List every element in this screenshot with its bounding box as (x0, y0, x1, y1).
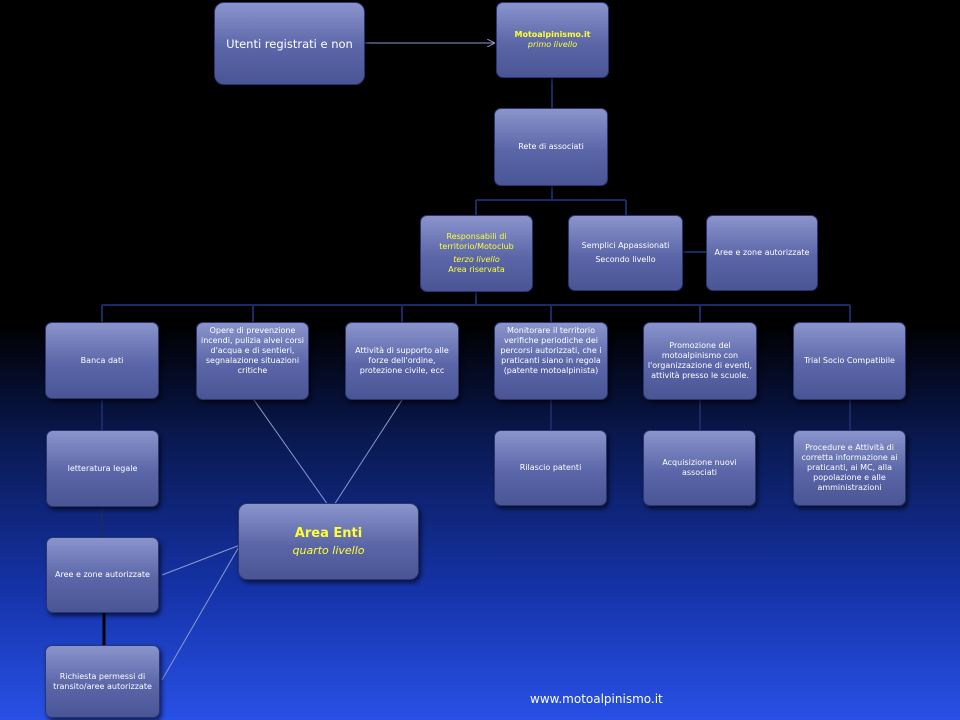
node-promozione[interactable]: Promozione del motoalpinismo con l'organ… (643, 322, 757, 400)
node-opere-line2: incendi, pulizia alvei corsi (200, 336, 305, 345)
node-semplici-line1: Semplici Appassionati (581, 241, 670, 250)
node-banca-label: Banca dati (80, 355, 124, 365)
node-area-enti-level: quarto livello (292, 543, 365, 557)
node-rete[interactable]: Rete di associati (494, 108, 608, 186)
node-banca-dati[interactable]: Banca dati (45, 322, 159, 399)
node-attivita-line3: protezione civile, ecc (359, 366, 445, 375)
node-resp-level: terzo livello (453, 255, 500, 264)
node-aree-zone-autorizzate-top[interactable]: Aree e zone autorizzate (706, 215, 818, 291)
node-opere[interactable]: Opere di prevenzione incendi, pulizia al… (196, 322, 309, 400)
node-opere-line1: Opere di prevenzione (209, 326, 296, 335)
node-promozione-line4: attività presso le scuole. (651, 371, 749, 380)
node-moto-title: Motoalpinismo.it (514, 30, 591, 39)
footer-website: www.motoalpinismo.it (530, 692, 663, 706)
node-utenti[interactable]: Utenti registrati e non (214, 2, 365, 85)
node-area-enti[interactable]: Area Enti quarto livello (238, 503, 419, 580)
node-utenti-label: Utenti registrati e non (226, 36, 353, 51)
node-monitorare-line4: praticanti siano in regola (501, 356, 601, 365)
node-procedure-line1: Procedure e Attività di (805, 443, 894, 452)
node-semplici[interactable]: Semplici Appassionati Secondo livello (568, 215, 683, 291)
node-monitorare[interactable]: Monitorare il territorio verifiche perio… (494, 322, 608, 400)
node-semplici-line2: Secondo livello (595, 255, 656, 264)
node-aree1-label: Aree e zone autorizzate (714, 248, 810, 257)
node-procedure-line4: popolazione e alle (813, 473, 886, 482)
node-rete-label: Rete di associati (518, 142, 584, 151)
node-responsabili[interactable]: Responsabili di territorio/Motoclub terz… (420, 215, 533, 292)
node-richiesta-line2: transito/aree autorizzate (53, 681, 152, 691)
node-monitorare-line1: Monitorare il territorio (506, 326, 596, 335)
node-procedure-line3: praticanti, ai MC, alla (807, 463, 892, 472)
node-rilascio-label: Rilascio patenti (519, 463, 582, 472)
node-moto-level: primo livello (527, 40, 578, 49)
node-opere-line5: critiche (237, 366, 268, 375)
node-area-enti-title: Area Enti (294, 525, 363, 541)
node-aree2-label: Aree e zone autorizzate (55, 570, 150, 579)
node-attivita-supporto[interactable]: Attività di supporto alle forze dell'ord… (345, 322, 459, 400)
node-attivita-line2: forze dell'ordine, (368, 356, 436, 365)
node-trial-label: Trial Socio Compatibile (804, 356, 895, 365)
node-letteratura[interactable]: letteratura legale (46, 430, 159, 507)
node-acquisizione-line2: associati (681, 468, 717, 477)
node-monitorare-line5: (patente motoalpinista) (503, 366, 599, 375)
node-richiesta-line1: Richiesta permessi di (59, 671, 146, 681)
node-moto[interactable]: Motoalpinismo.it primo livello (496, 2, 609, 78)
node-procedure-line5: amministrazioni (817, 483, 882, 492)
node-acquisizione[interactable]: Acquisizione nuovi associati (643, 430, 756, 506)
node-monitorare-line3: percorsi autorizzati, che i (500, 346, 602, 355)
node-resp-line1: Responsabili di (446, 232, 507, 241)
node-attivita-line1: Attività di supporto alle (355, 346, 449, 355)
node-promozione-line1: Promozione del (669, 341, 731, 350)
node-resp-area: Area riservata (448, 265, 505, 274)
node-monitorare-line2: verifiche periodiche dei (503, 336, 598, 345)
node-procedure-line2: corretta informazione ai (801, 453, 898, 462)
node-trial[interactable]: Trial Socio Compatibile (793, 322, 906, 400)
node-opere-line4: segnalazione situazioni (205, 356, 300, 365)
node-promozione-line3: l'organizzazione di eventi, (647, 361, 753, 370)
node-procedure[interactable]: Procedure e Attività di corretta informa… (793, 430, 906, 506)
node-richiesta-permessi[interactable]: Richiesta permessi di transito/aree auto… (45, 645, 160, 718)
node-aree-zone-autorizzate-bottom[interactable]: Aree e zone autorizzate (46, 537, 159, 613)
node-acquisizione-line1: Acquisizione nuovi (662, 458, 737, 467)
node-letteratura-label: letteratura legale (67, 463, 138, 473)
node-opere-line3: d'acqua e di sentieri, (210, 346, 295, 355)
node-rilascio-patenti[interactable]: Rilascio patenti (494, 430, 607, 506)
node-promozione-line2: motoalpinismo con (661, 351, 739, 360)
node-resp-line2: territorio/Motoclub (439, 242, 514, 251)
